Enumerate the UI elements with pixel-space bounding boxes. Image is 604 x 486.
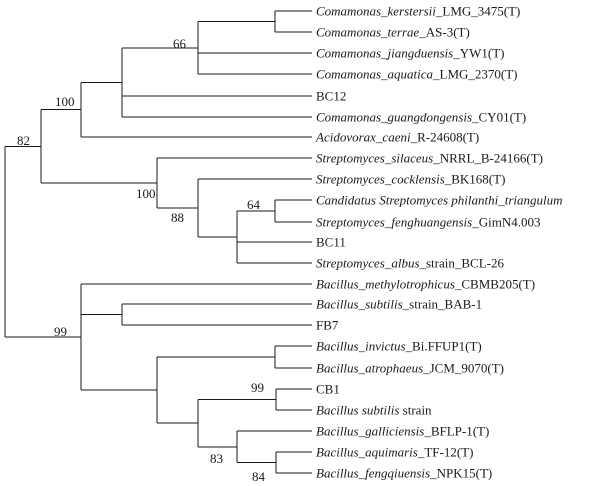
taxon-label-part: Bacillus_methylotrophicus: [316, 277, 455, 292]
support-value-n_cand_feng: 64: [247, 197, 261, 212]
taxon-label-part: _GimN4.003: [471, 215, 540, 230]
support-value-n_cb1: 99: [251, 380, 264, 395]
taxon-label-part: Streptomyces_fenghuangensis: [316, 215, 472, 230]
taxon-label-part: _strain_BCL-26: [419, 256, 505, 271]
taxon-label-part: Bacillus_fengqiuensis: [316, 466, 430, 481]
taxon-label-t11: Streptomyces_fenghuangensis_GimN4.003: [316, 215, 540, 230]
taxon-label-t2: Comamonas_terrae_AS-3(T): [316, 25, 470, 40]
tree-branches: [4, 10, 312, 474]
taxon-label-t1: Comamonas_kerstersii_LMG_3475(T): [316, 4, 520, 19]
taxon-label-part: _LMG_3475(T): [435, 4, 521, 19]
taxon-label-t4: Comamonas_aquatica_LMG_2370(T): [316, 67, 518, 82]
taxon-label-part: _LMG_2370(T): [432, 67, 518, 82]
taxon-label-part: Bacillus_invictus: [316, 339, 406, 354]
taxon-label-t16: FB7: [316, 318, 339, 333]
taxon-label-part: _BFLP-1(T): [423, 424, 489, 439]
support-value-n_betaproteo: 100: [55, 94, 75, 109]
taxon-label-part: Bacillus_galliciensis: [316, 424, 424, 439]
taxon-label-t12: BC11: [316, 235, 346, 250]
taxon-label-part: Candidatus Streptomyces philanthi_triang…: [316, 193, 563, 208]
taxon-labels: Comamonas_kerstersii_LMG_3475(T)Comamona…: [315, 4, 563, 481]
taxon-label-part: Comamonas_terrae: [316, 25, 420, 40]
taxon-label-t6: Comamonas_guangdongensis_CY01(T): [316, 110, 526, 125]
support-value-n_root_upper: 82: [17, 133, 30, 148]
taxon-label-t18: Bacillus_atrophaeus_JCM_9070(T): [316, 361, 504, 376]
taxon-label-part: _AS-3(T): [418, 25, 470, 40]
taxon-label-part: _BK168(T): [444, 172, 506, 187]
taxon-label-t10: Candidatus Streptomyces philanthi_triang…: [316, 193, 563, 208]
taxon-label-t15: Bacillus_subtilis_strain_BAB-1: [316, 297, 482, 312]
taxon-label-t5: BC12: [316, 89, 346, 104]
support-value-n_strepto: 100: [136, 186, 156, 201]
taxon-label-part: Comamonas_aquatica: [316, 67, 434, 82]
taxon-label-t21: Bacillus_galliciensis_BFLP-1(T): [316, 424, 489, 439]
taxon-label-part: Streptomyces_cocklensis: [316, 172, 445, 187]
taxon-label-part: _NPK15(T): [429, 466, 492, 481]
taxon-label-part: Comamonas_kerstersii: [316, 4, 436, 19]
taxon-label-part: BC12: [316, 89, 346, 104]
taxon-label-t19: CB1: [316, 382, 340, 397]
taxon-label-part: _JCM_9070(T): [422, 361, 504, 376]
taxon-label-part: Comamonas_jiangduensis: [316, 46, 453, 61]
taxon-label-part: _Bi.FFUP1(T): [405, 339, 482, 354]
support-value-n_comamonas4: 66: [173, 36, 187, 51]
taxon-label-part: Streptomyces_silaceus: [316, 151, 433, 166]
support-value-n_aqui_feng: 84: [252, 469, 266, 484]
taxon-label-part: Bacillus subtilis: [316, 403, 399, 418]
taxon-label-part: BC11: [316, 235, 346, 250]
taxon-label-part: CB1: [316, 382, 340, 397]
taxon-label-part: _YW1(T): [452, 46, 504, 61]
taxon-label-t14: Bacillus_methylotrophicus_CBMB205(T): [316, 277, 535, 292]
taxon-label-t8: Streptomyces_silaceus_NRRL_B-24166(T): [316, 151, 543, 166]
taxon-label-part: Acidovorax_caeni: [315, 130, 411, 145]
taxon-label-part: _R-24608(T): [410, 130, 480, 145]
support-value-n_bacillus: 99: [54, 324, 67, 339]
taxon-label-part: _TF-12(T): [417, 445, 474, 460]
support-value-n_gal_group: 83: [210, 451, 223, 466]
taxon-label-part: Bacillus_subtilis: [316, 297, 403, 312]
taxon-label-t13: Streptomyces_albus_strain_BCL-26: [316, 256, 504, 271]
taxon-label-part: _CY01(T): [471, 110, 526, 125]
taxon-label-t3: Comamonas_jiangduensis_YW1(T): [316, 46, 505, 61]
taxon-label-part: Streptomyces_albus: [316, 256, 420, 271]
taxon-label-part: Bacillus_atrophaeus: [316, 361, 423, 376]
support-value-n_strepto_inner: 88: [171, 210, 184, 225]
taxon-label-part: strain: [399, 403, 432, 418]
taxon-label-t7: Acidovorax_caeni_R-24608(T): [315, 130, 479, 145]
taxon-label-t23: Bacillus_fengqiuensis_NPK15(T): [316, 466, 492, 481]
taxon-label-part: Comamonas_guangdongensis: [316, 110, 472, 125]
taxon-label-part: FB7: [316, 318, 339, 333]
taxon-label-part: _CBMB205(T): [454, 277, 535, 292]
taxon-label-t22: Bacillus_aquimaris_TF-12(T): [316, 445, 473, 460]
support-values: 66 100 82 100 88 64 99 99 83 84: [17, 36, 266, 484]
taxon-label-part: Bacillus_aquimaris: [316, 445, 418, 460]
taxon-label-part: _strain_BAB-1: [402, 297, 482, 312]
taxon-label-t9: Streptomyces_cocklensis_BK168(T): [316, 172, 505, 187]
taxon-label-t17: Bacillus_invictus_Bi.FFUP1(T): [316, 339, 482, 354]
taxon-label-t20: Bacillus subtilis strain: [316, 403, 432, 418]
taxon-label-part: _NRRL_B-24166(T): [432, 151, 543, 166]
